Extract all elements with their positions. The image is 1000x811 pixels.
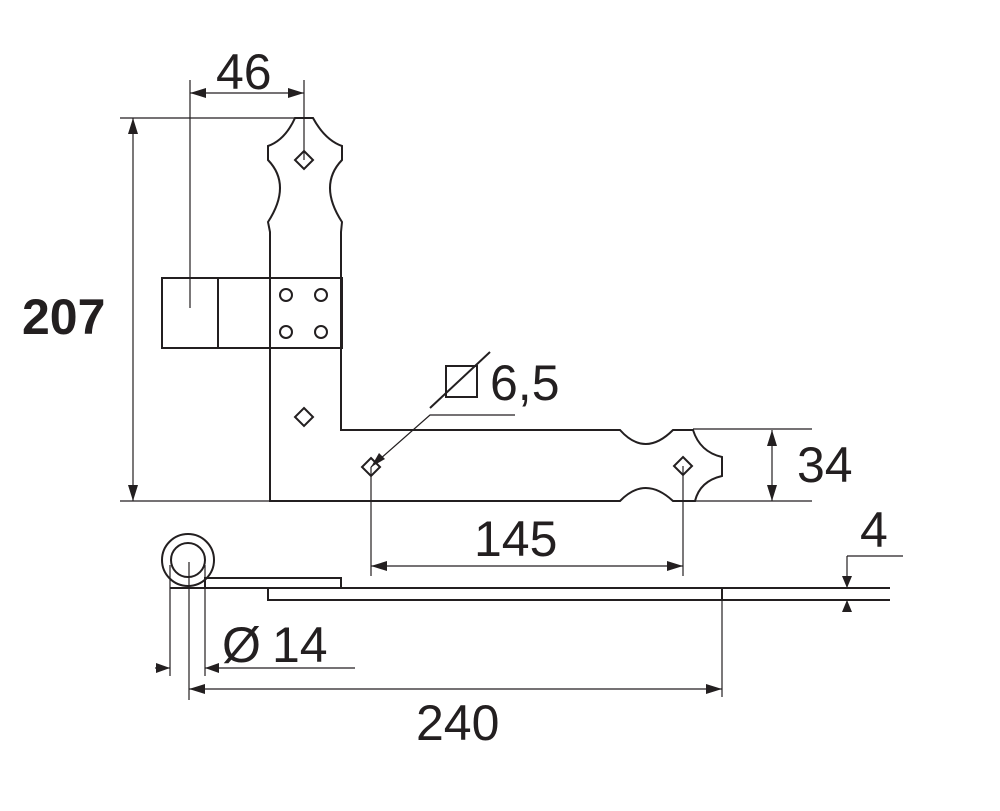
- dim-hole-diameter: 6,5: [490, 355, 560, 411]
- dim-hole-spacing: 145: [474, 511, 557, 567]
- dim-hinge-offset: 46: [216, 44, 272, 100]
- diameter-square-symbol: [445, 365, 478, 398]
- diameter-symbol: Ø: [222, 617, 261, 673]
- screw-holes: [293, 149, 694, 478]
- dim-height: 207: [22, 289, 105, 345]
- pin-knuckle-inner: [170, 542, 206, 578]
- side-leaf-lower: [267, 587, 723, 601]
- dim-thickness: 4: [860, 502, 888, 558]
- side-leaf-upper: [204, 577, 342, 589]
- dim-pin-diameter: 14: [272, 617, 328, 673]
- dim-length: 240: [416, 695, 499, 751]
- rivet-holes: [279, 288, 328, 339]
- hinge-knuckle-block: [161, 277, 343, 349]
- hinge-leaf-outline: [266, 117, 723, 502]
- pin-knuckle-outer: [161, 533, 215, 587]
- dim-leaf-width: 34: [797, 437, 853, 493]
